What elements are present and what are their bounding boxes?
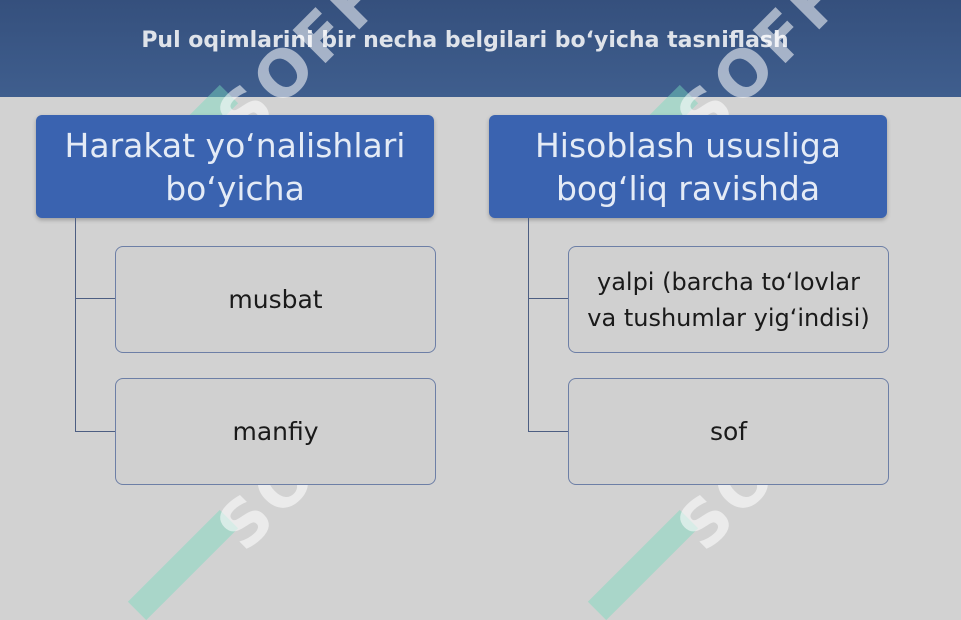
item-text: va tushumlar yig‘indisi) (587, 303, 870, 332)
item-box-negative: manfiy (115, 378, 436, 485)
connector-line (75, 431, 116, 432)
page-title: Pul oqimlarini bir necha belgilari bo‘yi… (141, 28, 789, 53)
item-text: manfiy (232, 416, 319, 446)
category-title-line: Harakat yo‘nalishlari (64, 125, 406, 165)
category-box-direction: Harakat yo‘nalishlari bo‘yicha (36, 115, 434, 218)
item-box-net: sof (568, 378, 889, 485)
watermark-shape (587, 509, 699, 620)
category-title-line: bo‘yicha (165, 168, 305, 208)
category-box-calculation: Hisoblash ususliga bog‘liq ravishda (489, 115, 887, 218)
category-title-line: bog‘liq ravishda (555, 168, 821, 208)
item-text: yalpi (barcha to‘lovlar (596, 267, 860, 296)
watermark-shape (127, 509, 239, 620)
connector-line (528, 298, 569, 299)
item-box-gross: yalpi (barcha to‘lovlar va tushumlar yig… (568, 246, 889, 353)
connector-line (75, 218, 76, 432)
item-box-positive: musbat (115, 246, 436, 353)
connector-line (75, 298, 116, 299)
item-text: musbat (228, 284, 323, 314)
connector-line (528, 218, 529, 432)
item-text: sof (709, 416, 748, 446)
header-bar: Pul oqimlarini bir necha belgilari bo‘yi… (0, 0, 961, 97)
category-title-line: Hisoblash ususliga (534, 125, 842, 165)
connector-line (528, 431, 569, 432)
